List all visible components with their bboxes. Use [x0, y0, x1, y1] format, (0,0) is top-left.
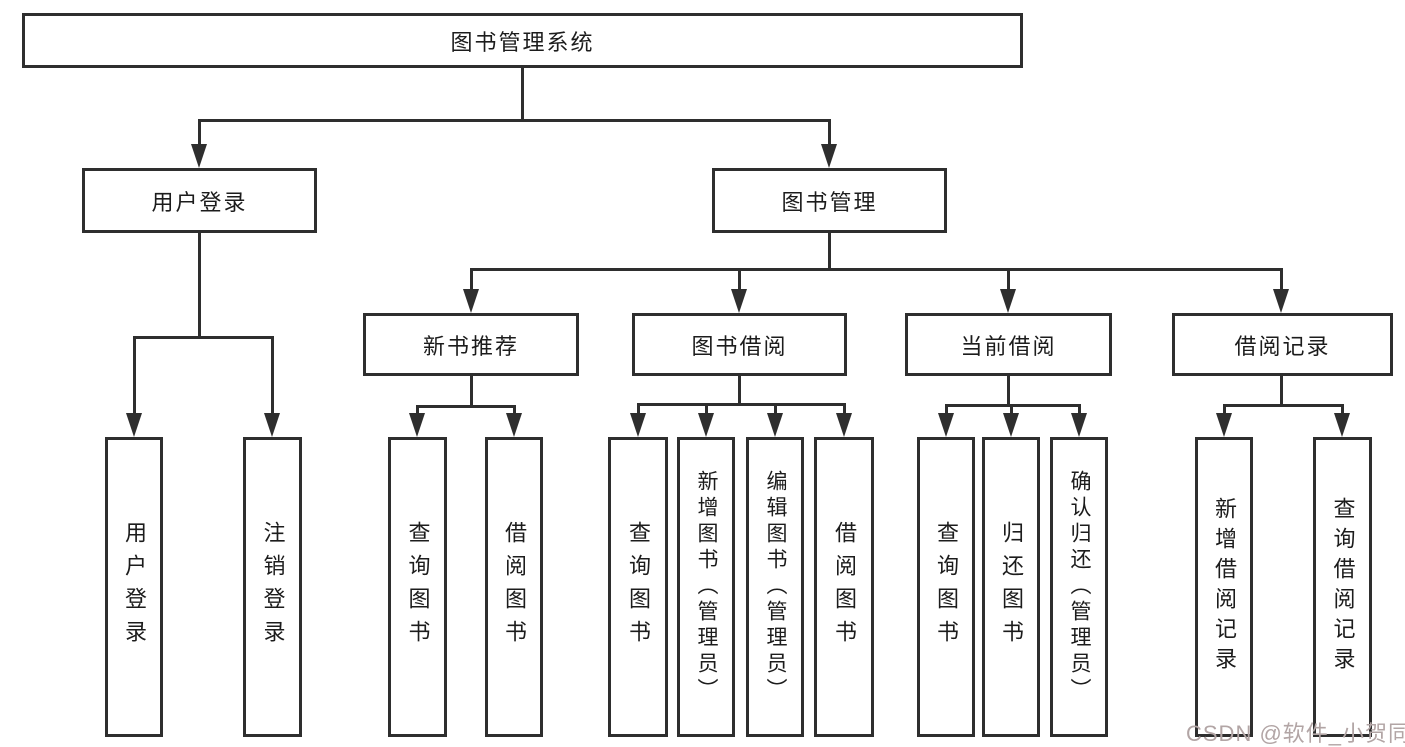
connector-line [198, 232, 201, 338]
connector-line [198, 119, 201, 146]
arrow-down-icon [938, 413, 954, 437]
leaf-borrow-edit: 编辑图书（管理员） [746, 437, 804, 737]
connector-line [945, 404, 948, 416]
node-book-borrow: 图书借阅 [632, 313, 847, 376]
leaf-current-query: 查询图书 [917, 437, 975, 737]
connector-line [470, 375, 473, 408]
leaf-borrow-query: 查询图书 [608, 437, 668, 737]
arrow-down-icon [1334, 413, 1350, 437]
connector-line [637, 403, 846, 406]
arrow-down-icon [264, 413, 280, 437]
connector-line [843, 403, 846, 416]
leaf-login-user: 用户登录 [105, 437, 163, 737]
connector-line [637, 403, 640, 416]
arrow-down-icon [1216, 413, 1232, 437]
node-book-mgmt: 图书管理 [712, 168, 947, 233]
connector-line [738, 268, 741, 291]
leaf-newbook-query: 查询图书 [388, 437, 447, 737]
leaf-login-logout: 注销登录 [243, 437, 302, 737]
connector-line [470, 268, 1283, 271]
connector-line [416, 405, 419, 416]
connector-line [521, 68, 524, 121]
arrow-down-icon [1003, 413, 1019, 437]
connector-line [738, 375, 741, 406]
connector-line [198, 119, 831, 122]
node-user-login: 用户登录 [82, 168, 317, 233]
arrow-down-icon [126, 413, 142, 437]
arrow-down-icon [409, 413, 425, 437]
connector-line [1223, 404, 1226, 416]
connector-line [774, 403, 777, 416]
leaf-borrow-borrow: 借阅图书 [814, 437, 874, 737]
arrow-down-icon [463, 289, 479, 313]
leaf-record-query: 查询借阅记录 [1313, 437, 1372, 737]
watermark: CSDN @软件_小贺同学 [1186, 721, 1405, 746]
connector-line [1078, 404, 1081, 416]
arrow-down-icon [731, 289, 747, 313]
connector-line [1280, 268, 1283, 291]
arrow-down-icon [767, 413, 783, 437]
node-current-borrow: 当前借阅 [905, 313, 1112, 376]
connector-line [1223, 404, 1344, 407]
leaf-record-add: 新增借阅记录 [1195, 437, 1253, 737]
connector-line [133, 336, 274, 339]
connector-line [705, 403, 708, 416]
connector-line [1007, 375, 1010, 407]
connector-line [1010, 404, 1013, 416]
connector-line [271, 336, 274, 416]
leaf-current-return: 归还图书 [982, 437, 1040, 737]
connector-line [828, 119, 831, 146]
arrow-down-icon [191, 144, 207, 168]
connector-line [828, 231, 831, 271]
arrow-down-icon [630, 413, 646, 437]
arrow-down-icon [1273, 289, 1289, 313]
connector-line [1280, 374, 1283, 407]
connector-line [133, 336, 136, 416]
arrow-down-icon [506, 413, 522, 437]
connector-line [945, 404, 1081, 407]
leaf-newbook-borrow: 借阅图书 [485, 437, 543, 737]
node-borrow-record: 借阅记录 [1172, 313, 1393, 376]
node-new-book-rec: 新书推荐 [363, 313, 579, 376]
connector-line [416, 405, 516, 408]
arrow-down-icon [1071, 413, 1087, 437]
connector-line [470, 268, 473, 291]
connector-line [1007, 268, 1010, 291]
leaf-borrow-add: 新增图书（管理员） [677, 437, 735, 737]
connector-line [1341, 404, 1344, 416]
arrow-down-icon [1000, 289, 1016, 313]
node-root: 图书管理系统 [22, 13, 1023, 68]
arrow-down-icon [821, 144, 837, 168]
arrow-down-icon [698, 413, 714, 437]
arrow-down-icon [836, 413, 852, 437]
connector-line [513, 405, 516, 416]
leaf-current-confirm: 确认归还（管理员） [1050, 437, 1108, 737]
